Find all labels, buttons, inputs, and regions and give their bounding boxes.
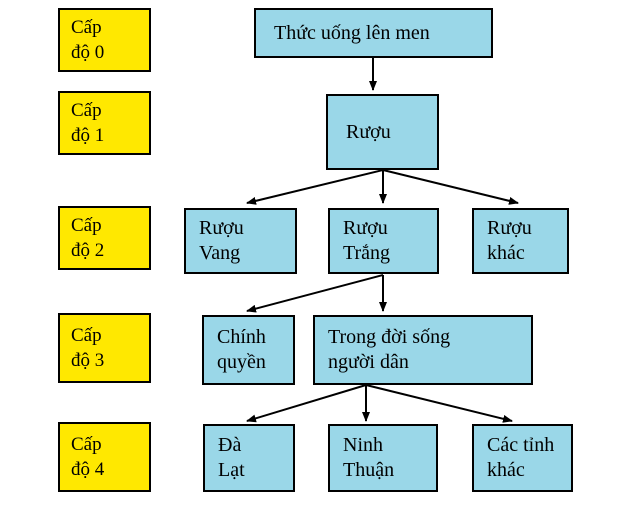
node-ruou-trang-line1: Rượu	[343, 217, 388, 239]
node-ruou[interactable]: Rượu	[326, 94, 439, 170]
node-cac-tinh-khac-line2: khác	[487, 459, 525, 481]
edge-doi-song-to-cac-tinh-khac	[365, 384, 513, 423]
node-trong-doi-song-line2: người dân	[328, 351, 409, 373]
node-ruou-vang-line1: Rượu	[199, 217, 244, 239]
node-ninh-thuan-line1: Ninh	[343, 434, 383, 456]
edge-ruou-to-ruou-vang	[246, 169, 384, 205]
node-ruou-label: Rượu	[346, 120, 391, 143]
node-cac-tinh-khac-line1: Các tỉnh	[487, 434, 555, 456]
node-chinh-quyen-line1: Chính	[217, 326, 266, 348]
node-trong-doi-song-nguoi-dan[interactable]: Trong đời sống người dân	[313, 315, 533, 385]
node-ruou-khac-line2: khác	[487, 242, 525, 264]
node-ruou-trang[interactable]: Rượu Trắng	[328, 208, 439, 274]
level-label-3-line2: độ 3	[71, 350, 105, 371]
level-label-1-line2: độ 1	[71, 125, 105, 146]
node-root[interactable]: Thức uống lên men	[254, 8, 493, 58]
level-label-4-line1: Cấp	[71, 434, 102, 455]
level-label-2-line1: Cấp	[71, 215, 102, 236]
level-label-2: Cấp độ 2	[58, 206, 151, 270]
node-ruou-vang[interactable]: Rượu Vang	[184, 208, 297, 274]
edge-ruou-to-ruou-khac	[382, 169, 519, 205]
node-ruou-vang-line2: Vang	[199, 242, 241, 264]
node-cac-tinh-khac[interactable]: Các tỉnh khác	[472, 424, 573, 492]
node-root-label: Thức uống lên men	[274, 21, 430, 44]
node-ruou-khac[interactable]: Rượu khác	[472, 208, 569, 274]
level-label-4: Cấp độ 4	[58, 422, 151, 492]
node-da-lat-line1: Đà	[218, 434, 242, 456]
node-chinh-quyen-line2: quyền	[217, 351, 266, 373]
node-trong-doi-song-line1: Trong đời sống	[328, 326, 451, 348]
level-label-0: Cấp độ 0	[58, 8, 151, 72]
level-label-1-line1: Cấp	[71, 100, 102, 121]
node-ruou-trang-line2: Trắng	[343, 242, 391, 264]
level-label-3-line1: Cấp	[71, 325, 102, 346]
level-label-3: Cấp độ 3	[58, 313, 151, 383]
level-label-0-line2: độ 0	[71, 42, 105, 63]
node-chinh-quyen[interactable]: Chính quyền	[202, 315, 295, 385]
node-ruou-khac-line1: Rượu	[487, 217, 532, 239]
level-label-4-line2: độ 4	[71, 459, 105, 480]
edge-doi-song-to-da-lat	[246, 384, 367, 423]
node-ninh-thuan-line2: Thuận	[343, 459, 395, 481]
level-label-0-line1: Cấp	[71, 17, 102, 38]
node-ninh-thuan[interactable]: Ninh Thuận	[328, 424, 438, 492]
level-label-2-line2: độ 2	[71, 240, 105, 261]
level-label-1: Cấp độ 1	[58, 91, 151, 155]
node-da-lat-line2: Lạt	[218, 459, 245, 481]
edge-ruou-trang-to-chinh-quyen	[246, 274, 384, 313]
node-da-lat[interactable]: Đà Lạt	[203, 424, 295, 492]
